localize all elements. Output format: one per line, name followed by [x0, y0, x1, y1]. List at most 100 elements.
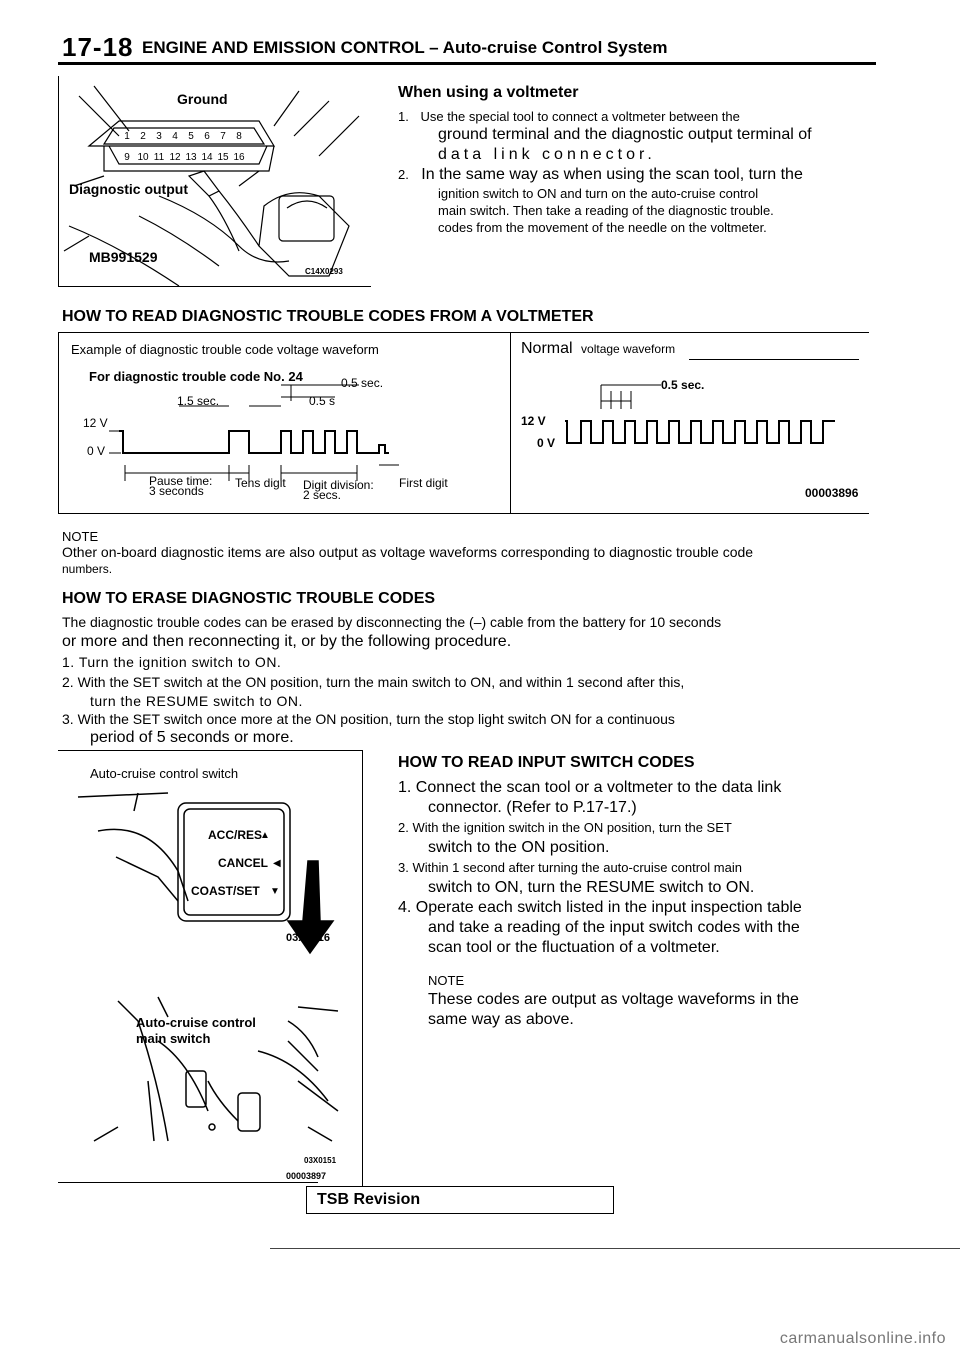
step-number: 2. — [398, 167, 409, 182]
note-line: numbers. — [62, 562, 113, 576]
erase-heading: HOW TO ERASE DIAGNOSTIC TROUBLE CODES — [62, 590, 436, 607]
figure-code: 00003896 — [805, 486, 859, 500]
figure-code: C14X0293 — [305, 267, 343, 276]
input-step: switch to the ON position. — [428, 839, 610, 856]
pause-label: 3 seconds — [149, 484, 204, 498]
note-title: NOTE — [62, 529, 99, 544]
pin-label: 11 — [154, 152, 165, 163]
erase-step: 1. Turn the ignition switch to ON. — [62, 654, 282, 670]
pin-label: 13 — [185, 152, 197, 163]
pin-label: 14 — [201, 152, 213, 163]
erase-step: turn the RESUME switch to ON. — [90, 693, 303, 709]
pin-label: 2 — [140, 131, 146, 142]
erase-step: 2. With the SET switch at the ON positio… — [62, 674, 685, 690]
voltmeter-heading: When using a voltmeter — [398, 84, 579, 101]
input-step: 2. With the ignition switch in the ON po… — [398, 820, 732, 835]
erase-para: or more and then reconnecting it, or by … — [62, 633, 512, 650]
step-text: Use the special tool to connect a voltme… — [420, 109, 740, 124]
division-label: Digit division: — [303, 478, 374, 492]
tsb-revision-box: TSB Revision — [306, 1186, 614, 1214]
erase-body: The diagnostic trouble codes can be eras… — [62, 612, 872, 748]
pin-label: 6 — [204, 131, 210, 142]
triangle-up-icon: ▲ — [260, 830, 270, 841]
normal-waveform-chart: 0.5 sec. 12 V 0 V 00003896 — [521, 378, 859, 500]
input-codes-body: 1. Connect the scan tool or a voltmeter … — [398, 778, 878, 1030]
input-note: same way as above. — [428, 1011, 574, 1028]
division-label: 2 secs. — [303, 488, 341, 502]
voltage-label: 0 V — [87, 444, 105, 458]
waveform-figure: Example of diagnostic trouble code volta… — [58, 332, 869, 514]
pin-label: 5 — [188, 131, 194, 142]
pin-label: 10 — [137, 152, 149, 163]
figure-code: 03X0016 — [286, 932, 330, 944]
tens-label: Tens digit — [235, 476, 286, 490]
pin-label: 3 — [156, 131, 162, 142]
pin-label: 7 — [220, 131, 226, 142]
diagnostic-output-label: Diagnostic output — [69, 181, 188, 197]
connector-illustration: 1 2 3 4 5 6 7 8 9 10 11 12 13 14 15 16 G… — [63, 85, 360, 286]
step-text: data link connector. — [438, 146, 656, 163]
ground-label: Ground — [177, 91, 228, 107]
input-step: 1. Connect the scan tool or a voltmeter … — [398, 779, 782, 796]
voltage-label: 12 V — [521, 414, 546, 428]
voltage-label: 12 V — [83, 416, 108, 430]
pin-label: 9 — [124, 152, 130, 163]
pin-label: 12 — [169, 152, 181, 163]
input-step: 3. Within 1 second after turning the aut… — [398, 860, 742, 875]
main-switch-label: Auto-cruise control — [136, 1015, 256, 1030]
step-text: main switch. Then take a reading of the … — [438, 203, 774, 218]
coast-label: COAST/SET — [191, 884, 260, 898]
note-line: Other on-board diagnostic items are also… — [62, 544, 754, 560]
cancel-label: CANCEL — [218, 856, 268, 870]
figure-code: 03X0151 — [304, 1156, 337, 1165]
title-underline — [689, 359, 859, 360]
cruise-switch-illustration: ACC/RES CANCEL COAST/SET ▲ ◀ ▼ 03X0016 A… — [77, 792, 339, 1181]
erase-step: period of 5 seconds or more. — [90, 729, 294, 746]
time-label: 0.5 sec. — [341, 376, 383, 390]
input-codes-heading: HOW TO READ INPUT SWITCH CODES — [398, 754, 695, 771]
erase-step: 3. With the SET switch once more at the … — [62, 711, 675, 727]
first-digit-label: First digit — [399, 476, 448, 490]
figure-caption: Auto-cruise control switch — [90, 766, 239, 781]
acc-label: ACC/RES — [208, 828, 262, 842]
erase-para: The diagnostic trouble codes can be eras… — [62, 614, 722, 630]
input-step: switch to ON, turn the RESUME switch to … — [428, 879, 755, 896]
triangle-down-icon: ▼ — [270, 886, 280, 897]
step-text: In the same way as when using the scan t… — [421, 166, 803, 183]
input-step: and take a reading of the input switch c… — [428, 919, 800, 936]
normal-title: Normal voltage waveform — [521, 340, 676, 357]
input-step: 4. Operate each switch listed in the inp… — [398, 899, 802, 916]
figure-code: 00003897 — [286, 1171, 326, 1181]
tool-label: MB991529 — [89, 249, 158, 265]
pin-label: 16 — [233, 152, 245, 163]
footer-rule — [270, 1248, 960, 1249]
example-title: Example of diagnostic trouble code volta… — [71, 342, 379, 357]
input-note: These codes are output as voltage wavefo… — [428, 991, 799, 1008]
time-label: 0.5 sec. — [661, 378, 704, 392]
input-note-title: NOTE — [428, 973, 465, 988]
voltage-label: 0 V — [537, 436, 555, 450]
main-switch-label: main switch — [136, 1031, 210, 1046]
voltmeter-steps: 1. Use the special tool to connect a vol… — [398, 108, 878, 236]
step-text: codes from the movement of the needle on… — [438, 220, 767, 235]
time-label: 1.5 sec. — [177, 394, 219, 408]
step-text: ignition switch to ON and turn on the au… — [438, 186, 759, 201]
watermark: carmanualsonline.info — [779, 1330, 946, 1347]
figure-divider — [510, 333, 511, 513]
dtc-waveform-chart: 1.5 sec. 0.5 s 0.5 sec. 12 V 0 V Pause t… — [83, 376, 448, 502]
pin-label: 1 — [124, 131, 130, 142]
pause-label: Pause time: — [149, 474, 212, 488]
pin-label: 15 — [217, 152, 229, 163]
time-label: 0.5 s — [309, 394, 335, 408]
pin-label: 8 — [236, 131, 242, 142]
code-label: For diagnostic trouble code No. 24 — [89, 369, 303, 384]
header-rule — [58, 62, 876, 65]
cruise-switch-figure: Auto-cruise control switch ACC/RES CANCE… — [58, 750, 363, 1187]
figure-bottom-rule — [58, 1182, 318, 1183]
page-title: ENGINE AND EMISSION CONTROL – Auto-cruis… — [142, 38, 668, 57]
read-dtc-heading: HOW TO READ DIAGNOSTIC TROUBLE CODES FRO… — [62, 308, 594, 325]
step-text: ground terminal and the diagnostic outpu… — [438, 126, 812, 143]
input-step: connector. (Refer to P.17-17.) — [428, 799, 637, 816]
input-step: scan tool or the fluctuation of a voltme… — [428, 939, 720, 956]
tsb-revision-label: TSB Revision — [317, 1191, 421, 1208]
